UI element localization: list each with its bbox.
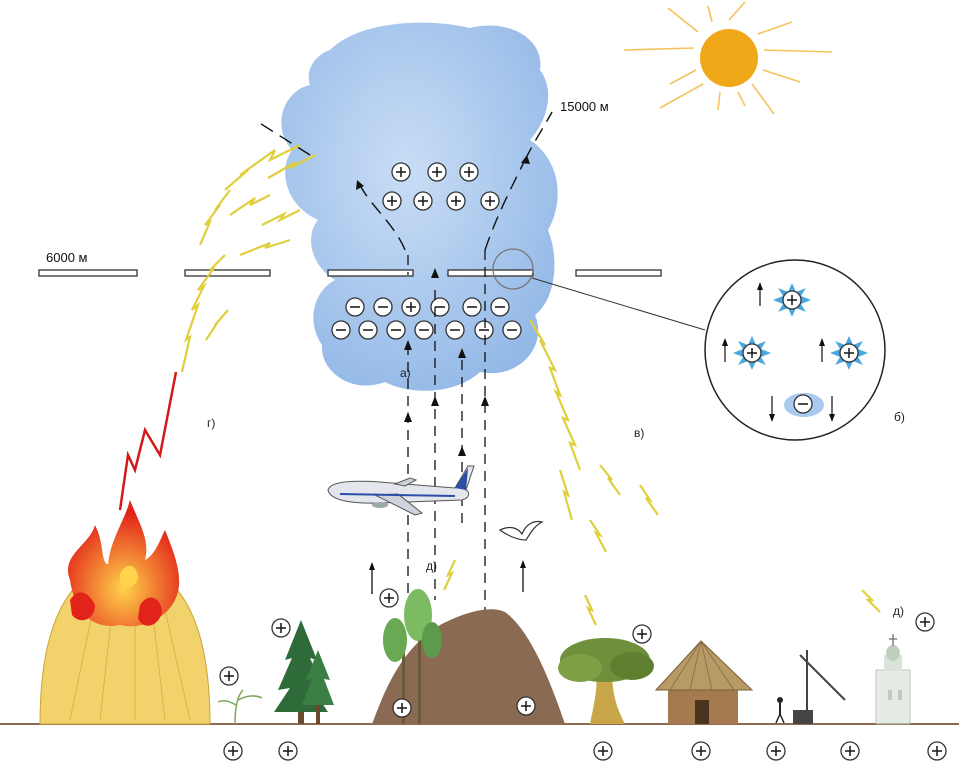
label-d-1: д) bbox=[426, 559, 437, 573]
plus-charge-icon bbox=[446, 191, 466, 211]
plus-charge-icon bbox=[516, 696, 536, 716]
magnifier-ring bbox=[492, 248, 534, 290]
updraft-dashed-lines bbox=[407, 250, 486, 610]
updraft-arrowheads bbox=[404, 268, 489, 456]
plus-charge-icon bbox=[915, 612, 935, 632]
droplet-cloud-icon bbox=[784, 393, 824, 417]
label-g: г) bbox=[207, 416, 215, 430]
arrow-up-icon bbox=[368, 561, 376, 595]
plus-charge-icon bbox=[271, 618, 291, 638]
ice-crystal-icon bbox=[733, 336, 771, 370]
fire-icon bbox=[67, 500, 180, 627]
minus-charge-icon bbox=[345, 297, 365, 317]
label-a: а) bbox=[400, 366, 411, 380]
minus-charge-icon bbox=[414, 320, 434, 340]
label-d-2: д) bbox=[893, 604, 904, 618]
hut-icon bbox=[654, 640, 754, 724]
tree-icon bbox=[558, 638, 654, 724]
altitude-label-15000: 15000 м bbox=[560, 99, 609, 114]
plus-charge-icon bbox=[413, 191, 433, 211]
well-icon bbox=[793, 650, 846, 724]
tree-icon bbox=[274, 620, 334, 724]
plus-charge-icon bbox=[219, 666, 239, 686]
lightning-yellow-left bbox=[180, 144, 316, 373]
minus-charge-icon bbox=[462, 297, 482, 317]
sprout-icon bbox=[217, 689, 263, 725]
plus-charge-icon bbox=[391, 162, 411, 182]
plus-charge-icon bbox=[379, 588, 399, 608]
person-icon bbox=[775, 697, 785, 724]
plus-charge-icon bbox=[382, 191, 402, 211]
plus-charge-icon bbox=[840, 741, 860, 761]
arrow-up-icon bbox=[519, 559, 527, 593]
minus-charge-icon bbox=[358, 320, 378, 340]
plus-charge-icon bbox=[401, 297, 421, 317]
plus-charge-icon bbox=[427, 162, 447, 182]
plus-charge-icon bbox=[278, 741, 298, 761]
plus-charge-icon bbox=[632, 624, 652, 644]
lightning-red bbox=[118, 371, 178, 511]
plus-charge-icon bbox=[691, 741, 711, 761]
minus-charge-icon bbox=[445, 320, 465, 340]
plus-charge-icon bbox=[223, 741, 243, 761]
magnifier-line bbox=[531, 277, 706, 331]
plus-charge-icon bbox=[392, 698, 412, 718]
ice-crystal-icon bbox=[830, 336, 868, 370]
sun-icon bbox=[623, 1, 833, 115]
minus-charge-icon bbox=[373, 297, 393, 317]
altitude-line-6000 bbox=[38, 269, 662, 277]
minus-charge-icon bbox=[502, 320, 522, 340]
minus-charge-icon bbox=[386, 320, 406, 340]
label-b: б) bbox=[894, 410, 905, 424]
airplane-icon bbox=[327, 465, 475, 516]
church-icon bbox=[875, 634, 911, 725]
hill-icon bbox=[372, 589, 565, 724]
charge-detail-circle bbox=[704, 259, 886, 441]
lightning-yellow-right bbox=[443, 319, 881, 626]
plus-charge-icon bbox=[927, 741, 947, 761]
altitude-label-6000: 6000 м bbox=[46, 250, 88, 265]
tree-icon bbox=[383, 589, 442, 724]
plus-charge-icon bbox=[459, 162, 479, 182]
bird-icon bbox=[498, 520, 544, 541]
plus-charge-icon bbox=[766, 741, 786, 761]
haystack-fire bbox=[39, 500, 211, 725]
updraft-arrows-upper bbox=[257, 111, 553, 251]
minus-charge-icon bbox=[430, 297, 450, 317]
minus-charge-icon bbox=[331, 320, 351, 340]
minus-charge-icon bbox=[474, 320, 494, 340]
plus-charge-icon bbox=[593, 741, 613, 761]
label-v: в) bbox=[634, 426, 644, 440]
plus-charge-icon bbox=[480, 191, 500, 211]
minus-charge-icon bbox=[490, 297, 510, 317]
ice-crystal-icon bbox=[773, 283, 811, 317]
